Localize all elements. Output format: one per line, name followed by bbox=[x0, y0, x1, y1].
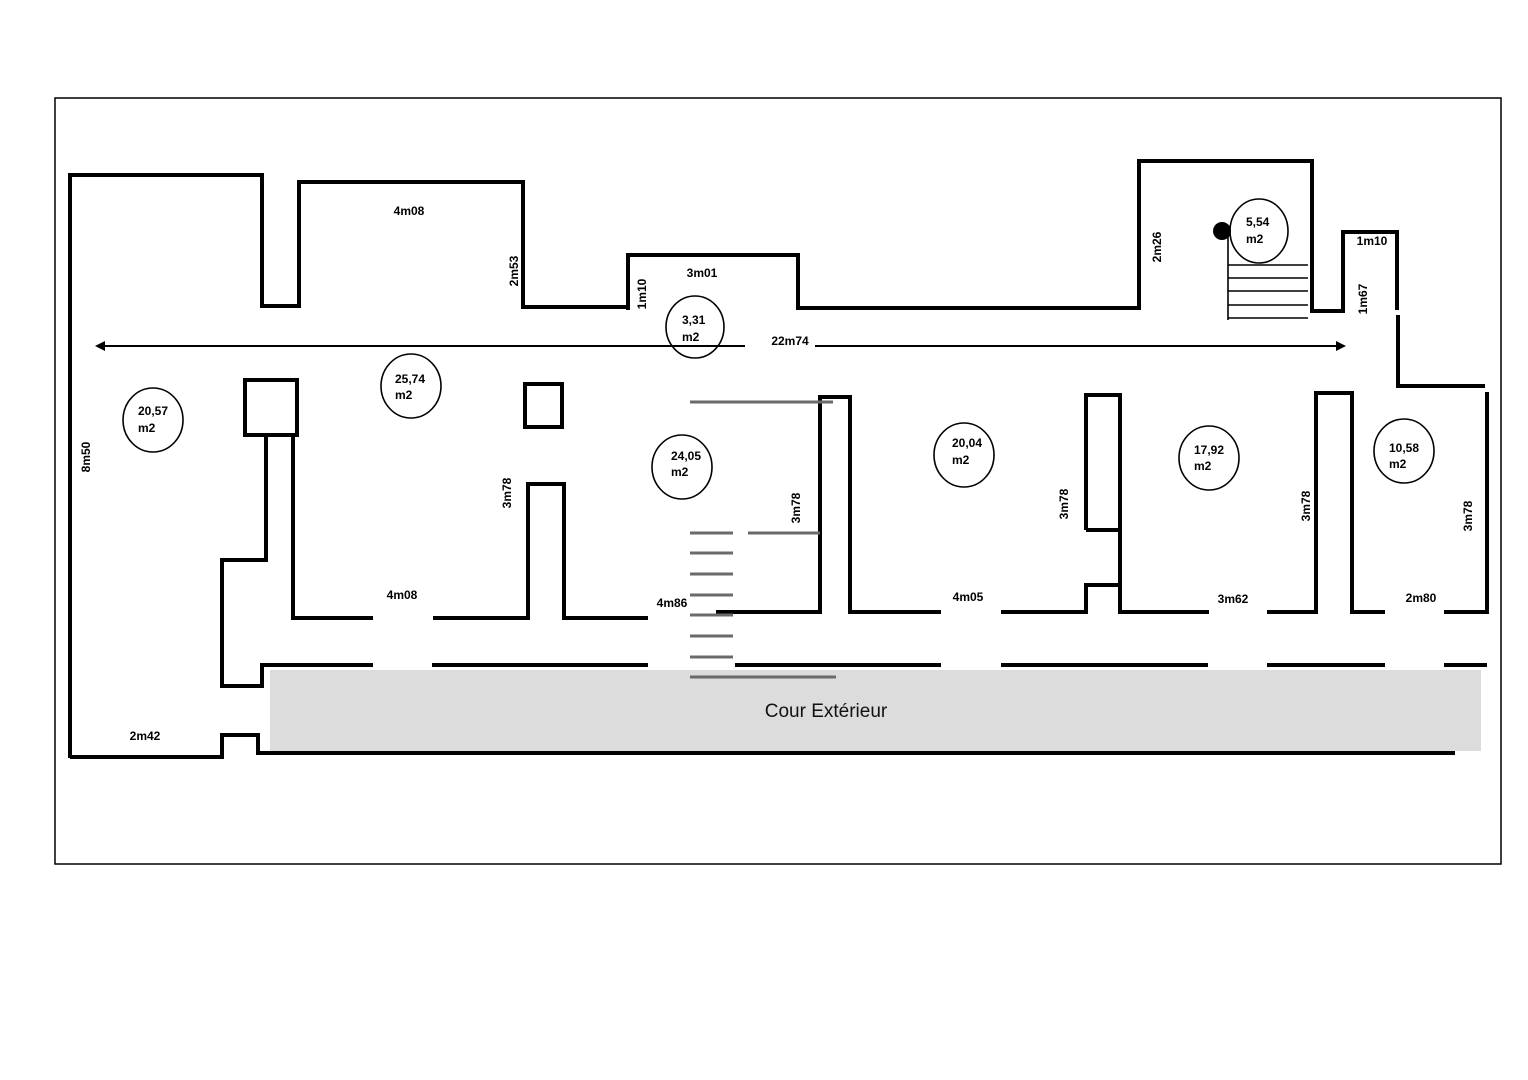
north-wall-west bbox=[68, 173, 628, 758]
svg-text:24,05: 24,05 bbox=[671, 449, 701, 463]
dimension-label: 3m78 bbox=[1057, 488, 1071, 519]
svg-text:20,04: 20,04 bbox=[952, 436, 982, 450]
courtyard bbox=[270, 670, 1481, 751]
room-wall bbox=[433, 482, 648, 620]
dimension-label: 4m05 bbox=[953, 590, 984, 604]
room-area: 10,58 m2 bbox=[1373, 418, 1435, 484]
arrow-left-icon bbox=[95, 341, 105, 351]
dimension-labels: 4m08 2m53 1m10 3m01 2m26 1m10 1m67 8m50 … bbox=[79, 204, 1475, 743]
svg-text:m2: m2 bbox=[682, 330, 700, 344]
svg-text:17,92: 17,92 bbox=[1194, 443, 1224, 457]
room-wall bbox=[1084, 393, 1209, 614]
svg-text:m2: m2 bbox=[138, 421, 156, 435]
room-area: 24,05 m2 bbox=[651, 434, 713, 500]
dimension-label: 3m78 bbox=[1299, 490, 1313, 521]
svg-text:25,74: 25,74 bbox=[395, 372, 425, 386]
column-dot-icon bbox=[1213, 222, 1231, 240]
west-partition bbox=[220, 435, 373, 688]
dimension-label: 2m42 bbox=[130, 729, 161, 743]
room-wall bbox=[716, 395, 941, 614]
svg-text:5,54: 5,54 bbox=[1246, 215, 1270, 229]
room-area: 20,57 m2 bbox=[122, 387, 184, 453]
north-wall-east bbox=[626, 159, 1399, 313]
overall-length-label: 22m74 bbox=[771, 334, 809, 348]
dimension-label: 1m10 bbox=[635, 278, 649, 309]
courtyard-label: Cour Extérieur bbox=[765, 701, 888, 722]
room-wall bbox=[1001, 583, 1120, 614]
pillar bbox=[523, 382, 564, 429]
south-wall bbox=[70, 733, 1455, 759]
svg-text:m2: m2 bbox=[1194, 459, 1212, 473]
svg-text:3,31: 3,31 bbox=[682, 313, 706, 327]
room-area: 17,92 m2 bbox=[1178, 425, 1240, 491]
dimension-label: 1m67 bbox=[1356, 283, 1370, 314]
svg-text:m2: m2 bbox=[671, 465, 689, 479]
room-area: 5,54 m2 bbox=[1229, 198, 1289, 264]
room-area: 20,04 m2 bbox=[933, 422, 995, 488]
dimension-label: 1m10 bbox=[1357, 234, 1388, 248]
dimension-label: 3m78 bbox=[500, 477, 514, 508]
room-area: 3,31 m2 bbox=[665, 295, 725, 359]
walls bbox=[68, 159, 1489, 759]
room-area: 25,74 m2 bbox=[380, 353, 442, 419]
dimension-label: 3m78 bbox=[789, 492, 803, 523]
dimension-label: 2m26 bbox=[1150, 231, 1164, 262]
svg-text:m2: m2 bbox=[1246, 232, 1264, 246]
northeast-wall bbox=[1396, 315, 1485, 388]
dimension-label: 3m01 bbox=[687, 266, 718, 280]
arrow-right-icon bbox=[1336, 341, 1346, 351]
svg-text:m2: m2 bbox=[395, 388, 413, 402]
staircase-main bbox=[690, 400, 836, 679]
room-areas: 20,57 m2 25,74 m2 3,31 m2 24,05 m2 20,04 m2 1… bbox=[122, 198, 1435, 500]
east-wall bbox=[1444, 392, 1489, 614]
room-wall bbox=[291, 435, 373, 620]
dimension-label: 3m62 bbox=[1218, 592, 1249, 606]
dimension-label: 3m78 bbox=[1461, 500, 1475, 531]
dimension-label: 2m80 bbox=[1406, 591, 1437, 605]
pillar bbox=[243, 378, 299, 437]
dimension-label: 4m08 bbox=[387, 588, 418, 602]
room-wall bbox=[1267, 391, 1385, 614]
length-arrow: 22m74 bbox=[95, 334, 1346, 351]
dimension-label: 8m50 bbox=[79, 441, 93, 472]
dimension-label: 4m08 bbox=[394, 204, 425, 218]
svg-text:m2: m2 bbox=[1389, 457, 1407, 471]
staircase-spiral bbox=[1213, 222, 1308, 320]
svg-text:20,57: 20,57 bbox=[138, 404, 168, 418]
dimension-label: 2m53 bbox=[507, 255, 521, 286]
dimension-label: 4m86 bbox=[657, 596, 688, 610]
svg-text:m2: m2 bbox=[952, 453, 970, 467]
svg-text:10,58: 10,58 bbox=[1389, 441, 1419, 455]
